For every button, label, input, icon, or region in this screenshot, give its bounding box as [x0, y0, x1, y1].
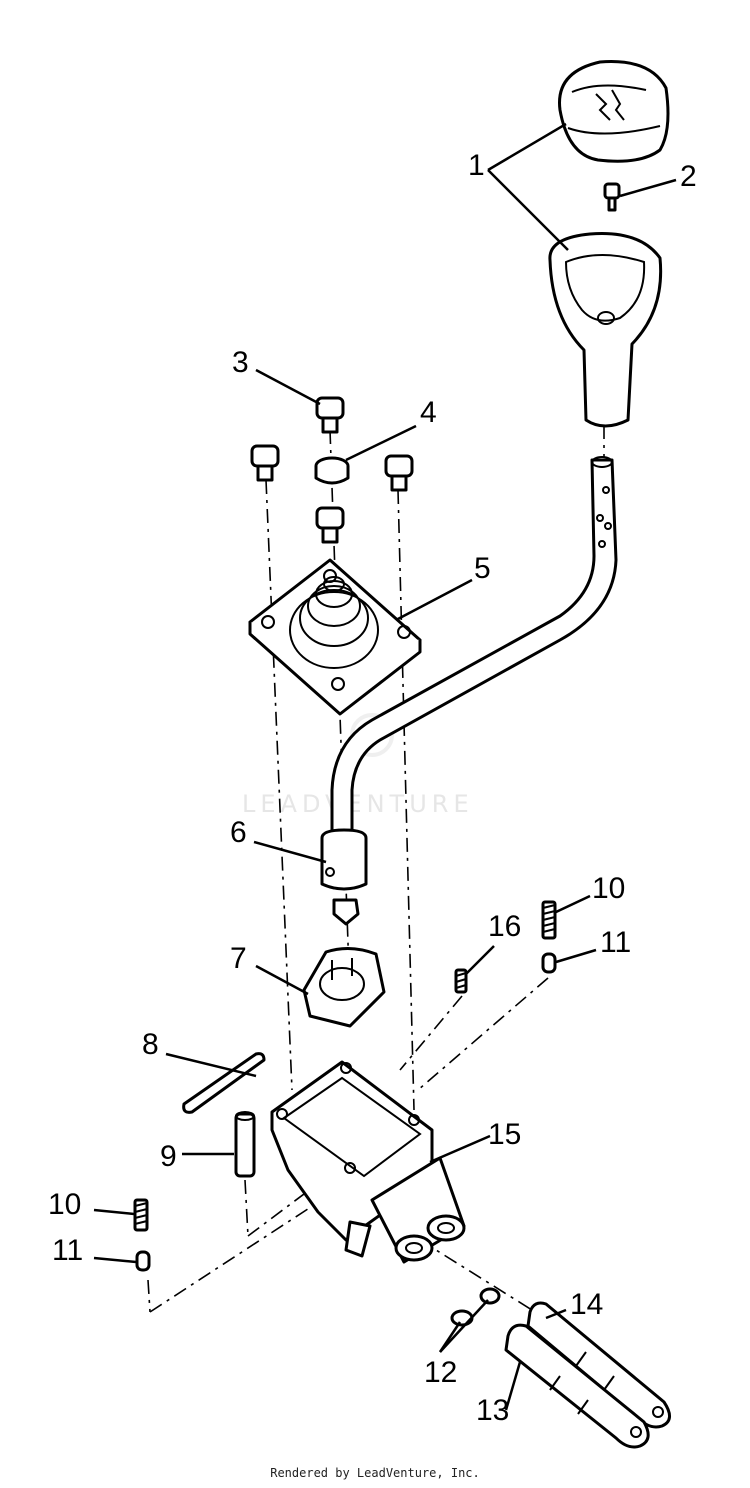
- part-10-spring-left: [133, 1198, 149, 1232]
- callout-14: 14: [570, 1288, 603, 1321]
- part-2-set-screw: [603, 182, 621, 212]
- part-15-shifter-housing: [270, 1060, 466, 1264]
- callout-13: 13: [476, 1394, 509, 1427]
- part-11-detent-right: [541, 952, 557, 974]
- part-6-shift-lever: [320, 456, 618, 926]
- callout-5: 5: [474, 552, 491, 585]
- callout-2: 2: [680, 160, 697, 193]
- callout-10-right: 10: [592, 872, 625, 905]
- part-11-detent-left: [135, 1250, 151, 1272]
- callout-9: 9: [160, 1140, 177, 1173]
- callout-12: 12: [424, 1356, 457, 1389]
- render-credit: Rendered by LeadVenture, Inc.: [270, 1466, 480, 1480]
- part-13-shift-rail: [504, 1323, 650, 1449]
- part-3-bolt-right: [384, 454, 414, 492]
- part-9-dowel-pin: [234, 1111, 256, 1178]
- part-1-shift-knob-cap: [558, 60, 670, 163]
- callout-4: 4: [420, 396, 437, 429]
- part-3-bolt-left: [250, 444, 280, 482]
- watermark-text: LEADVENTURE: [242, 790, 474, 818]
- callout-leader-lines: [93, 122, 677, 1411]
- callout-7: 7: [230, 942, 247, 975]
- callout-10-left: 10: [48, 1188, 81, 1221]
- callout-11-right: 11: [600, 926, 631, 959]
- part-1-shift-knob-body: [548, 232, 663, 428]
- part-7-shift-guide: [302, 947, 386, 1028]
- callout-11-left: 11: [52, 1234, 83, 1267]
- callout-1: 1: [468, 149, 485, 182]
- part-10-spring-right: [541, 900, 557, 940]
- part-3-bolt-center: [315, 506, 345, 544]
- callout-16: 16: [488, 910, 521, 943]
- part-3-bolt-top: [315, 396, 345, 434]
- callout-8: 8: [142, 1028, 159, 1061]
- callout-6: 6: [230, 816, 247, 849]
- part-12-retainer-clip: [450, 1287, 501, 1327]
- part-16-spring: [454, 968, 468, 994]
- callout-3: 3: [232, 346, 249, 379]
- part-8-roll-pin: [182, 1052, 266, 1114]
- callout-15: 15: [488, 1118, 521, 1151]
- part-5-shift-boot-plate: [248, 558, 422, 716]
- part-4-washer: [314, 456, 350, 485]
